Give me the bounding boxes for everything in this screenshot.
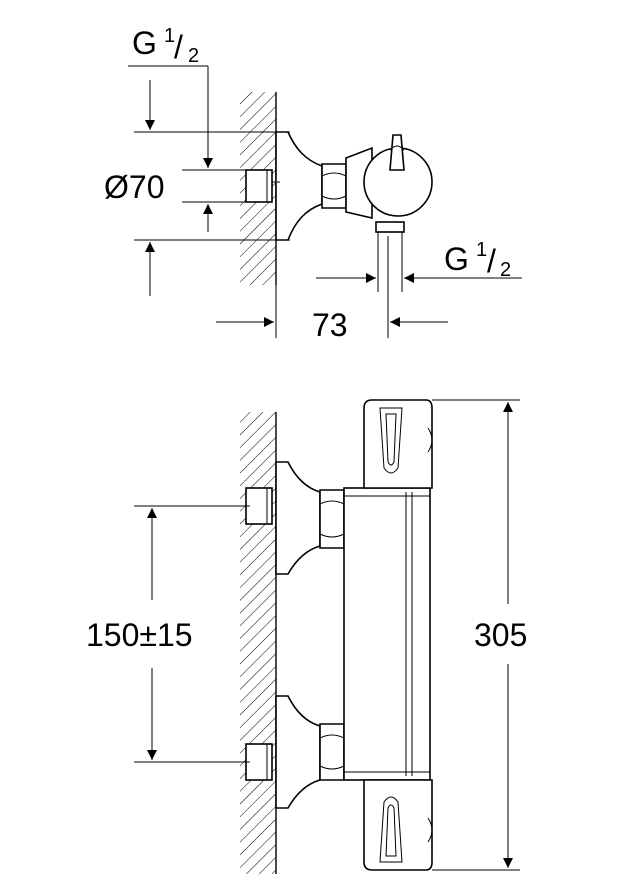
lower-flange [275,695,321,809]
wall-hatch-bottom [240,412,276,874]
dim-wall-depth: 73 [216,236,448,343]
svg-text:2: 2 [188,45,199,67]
thermostat-body [343,487,431,781]
side-view: G 1 / 2 Ø70 G 1 / 2 [104,25,522,343]
dim-overall-height: 305 [432,399,527,871]
valve-neck [345,146,373,220]
lower-nut [319,723,345,781]
outlet-stub [375,221,405,233]
svg-text:2: 2 [500,259,511,281]
svg-text:/: / [487,243,496,279]
dim-side-outlet-thread: G 1 / 2 [316,239,522,283]
svg-text:G: G [132,25,157,61]
top-handle [363,399,433,489]
svg-text:/: / [174,29,183,65]
svg-text:1: 1 [476,239,487,261]
wall-flange [275,131,323,241]
flange-diameter-label: Ø70 [104,169,164,205]
upper-flange [275,461,321,575]
svg-text:1: 1 [164,25,175,47]
overall-height-label: 305 [474,617,527,653]
inlet-spacing-label: 150±15 [86,617,193,653]
upper-inlet-fitting [245,487,273,525]
connector-nut [321,163,347,209]
dim-top-inlet-thread: G 1 / 2 [128,25,250,232]
bottom-handle [363,779,433,871]
dim-flange-diameter: Ø70 [104,80,290,296]
front-view: 150±15 305 [86,399,527,874]
dim-inlet-spacing: 150±15 [86,505,250,763]
inlet-fitting [245,169,273,203]
lower-inlet-fitting [245,743,273,781]
wall-depth-label: 73 [312,307,348,343]
svg-text:G: G [444,241,469,277]
upper-nut [319,489,345,549]
handle-lever [389,134,405,171]
